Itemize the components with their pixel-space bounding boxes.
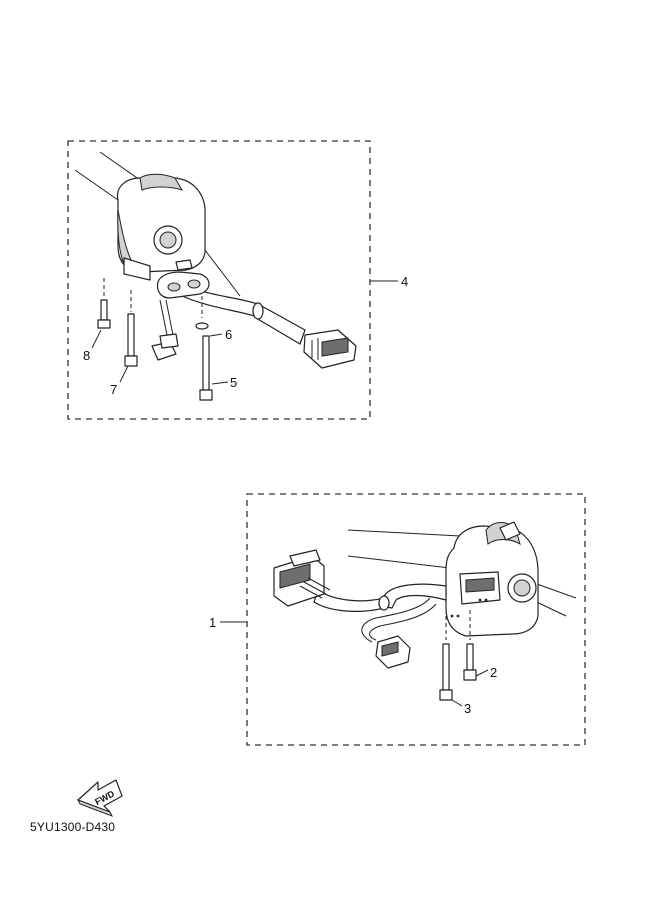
- callout-3: 3: [464, 701, 471, 716]
- right-switch-main-connector: [273, 549, 331, 607]
- screw-3: [439, 643, 453, 701]
- right-switch-cable: [313, 583, 447, 643]
- screw-5: [199, 335, 213, 401]
- fwd-arrow-icon: FWD: [76, 779, 123, 817]
- right-handlebar-switch-housing: [445, 521, 539, 640]
- diagram-code: 5YU1300-D430: [30, 820, 116, 834]
- screw-8: [97, 278, 111, 329]
- small-wire-connector: [151, 299, 179, 361]
- left-switch-connector: [303, 329, 357, 369]
- switch-bracket: [156, 259, 210, 299]
- callout-4: 4: [401, 274, 408, 289]
- leader-lines-lower: [220, 621, 489, 707]
- callout-7: 7: [110, 382, 117, 397]
- assembly-4-dashed-frame: [67, 140, 371, 420]
- leader-lines-upper: [91, 280, 398, 385]
- callout-6: 6: [225, 327, 232, 342]
- callout-8: 8: [83, 348, 90, 363]
- callout-1: 1: [209, 615, 216, 630]
- assembly-1-dashed-frame: [246, 493, 586, 746]
- callout-5: 5: [230, 375, 237, 390]
- washer-6: [195, 296, 209, 330]
- callout-2: 2: [490, 665, 497, 680]
- screw-2: [463, 643, 477, 681]
- screw-7: [124, 290, 138, 367]
- right-switch-small-connector: [375, 635, 411, 669]
- left-handlebar-lines: [74, 151, 141, 201]
- left-handlebar-switch-housing: [116, 173, 206, 281]
